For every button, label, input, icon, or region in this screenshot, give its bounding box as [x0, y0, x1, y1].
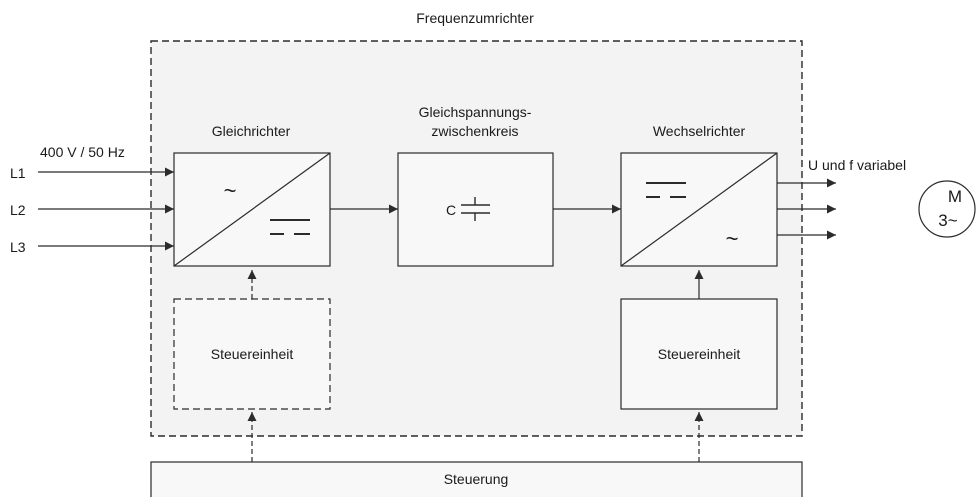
phase-l1-label: L1	[10, 165, 26, 181]
motor-label-3phase: 3~	[938, 211, 957, 230]
rectifier-ac-symbol: ~	[224, 178, 237, 203]
rectifier-label: Gleichrichter	[212, 123, 291, 139]
inverter-label: Wechselrichter	[653, 123, 746, 139]
dc-link-block: C	[397, 152, 554, 267]
rectifier-dc-symbol	[270, 219, 310, 235]
control-unit-right-label: Steuereinheit	[658, 346, 741, 362]
control-unit-left-block: Steuereinheit	[173, 298, 331, 410]
motor-icon: M 3~	[918, 180, 976, 238]
dc-link-label-line2: zwischenkreis	[431, 123, 518, 139]
inverter-block: ~	[620, 152, 778, 267]
motor-label-m: M	[948, 187, 962, 206]
output-label: U und f variabel	[808, 157, 906, 173]
phase-l3-label: L3	[10, 239, 26, 255]
rectifier-block: ~	[173, 152, 331, 267]
inverter-dc-symbol	[646, 182, 686, 198]
input-voltage-label: 400 V / 50 Hz	[40, 144, 125, 160]
dc-link-label-line1: Gleichspannungs-	[419, 104, 532, 120]
control-unit-left-label: Steuereinheit	[211, 346, 294, 362]
phase-l2-label: L2	[10, 202, 26, 218]
frequency-converter-title: Frequenzumrichter	[416, 10, 534, 26]
inverter-ac-symbol: ~	[726, 226, 739, 251]
control-box: Steuerung	[150, 461, 803, 502]
control-label: Steuerung	[444, 471, 509, 487]
capacitor-icon	[461, 197, 490, 221]
control-unit-right-block: Steuereinheit	[620, 298, 778, 410]
capacitor-label: C	[446, 202, 456, 218]
